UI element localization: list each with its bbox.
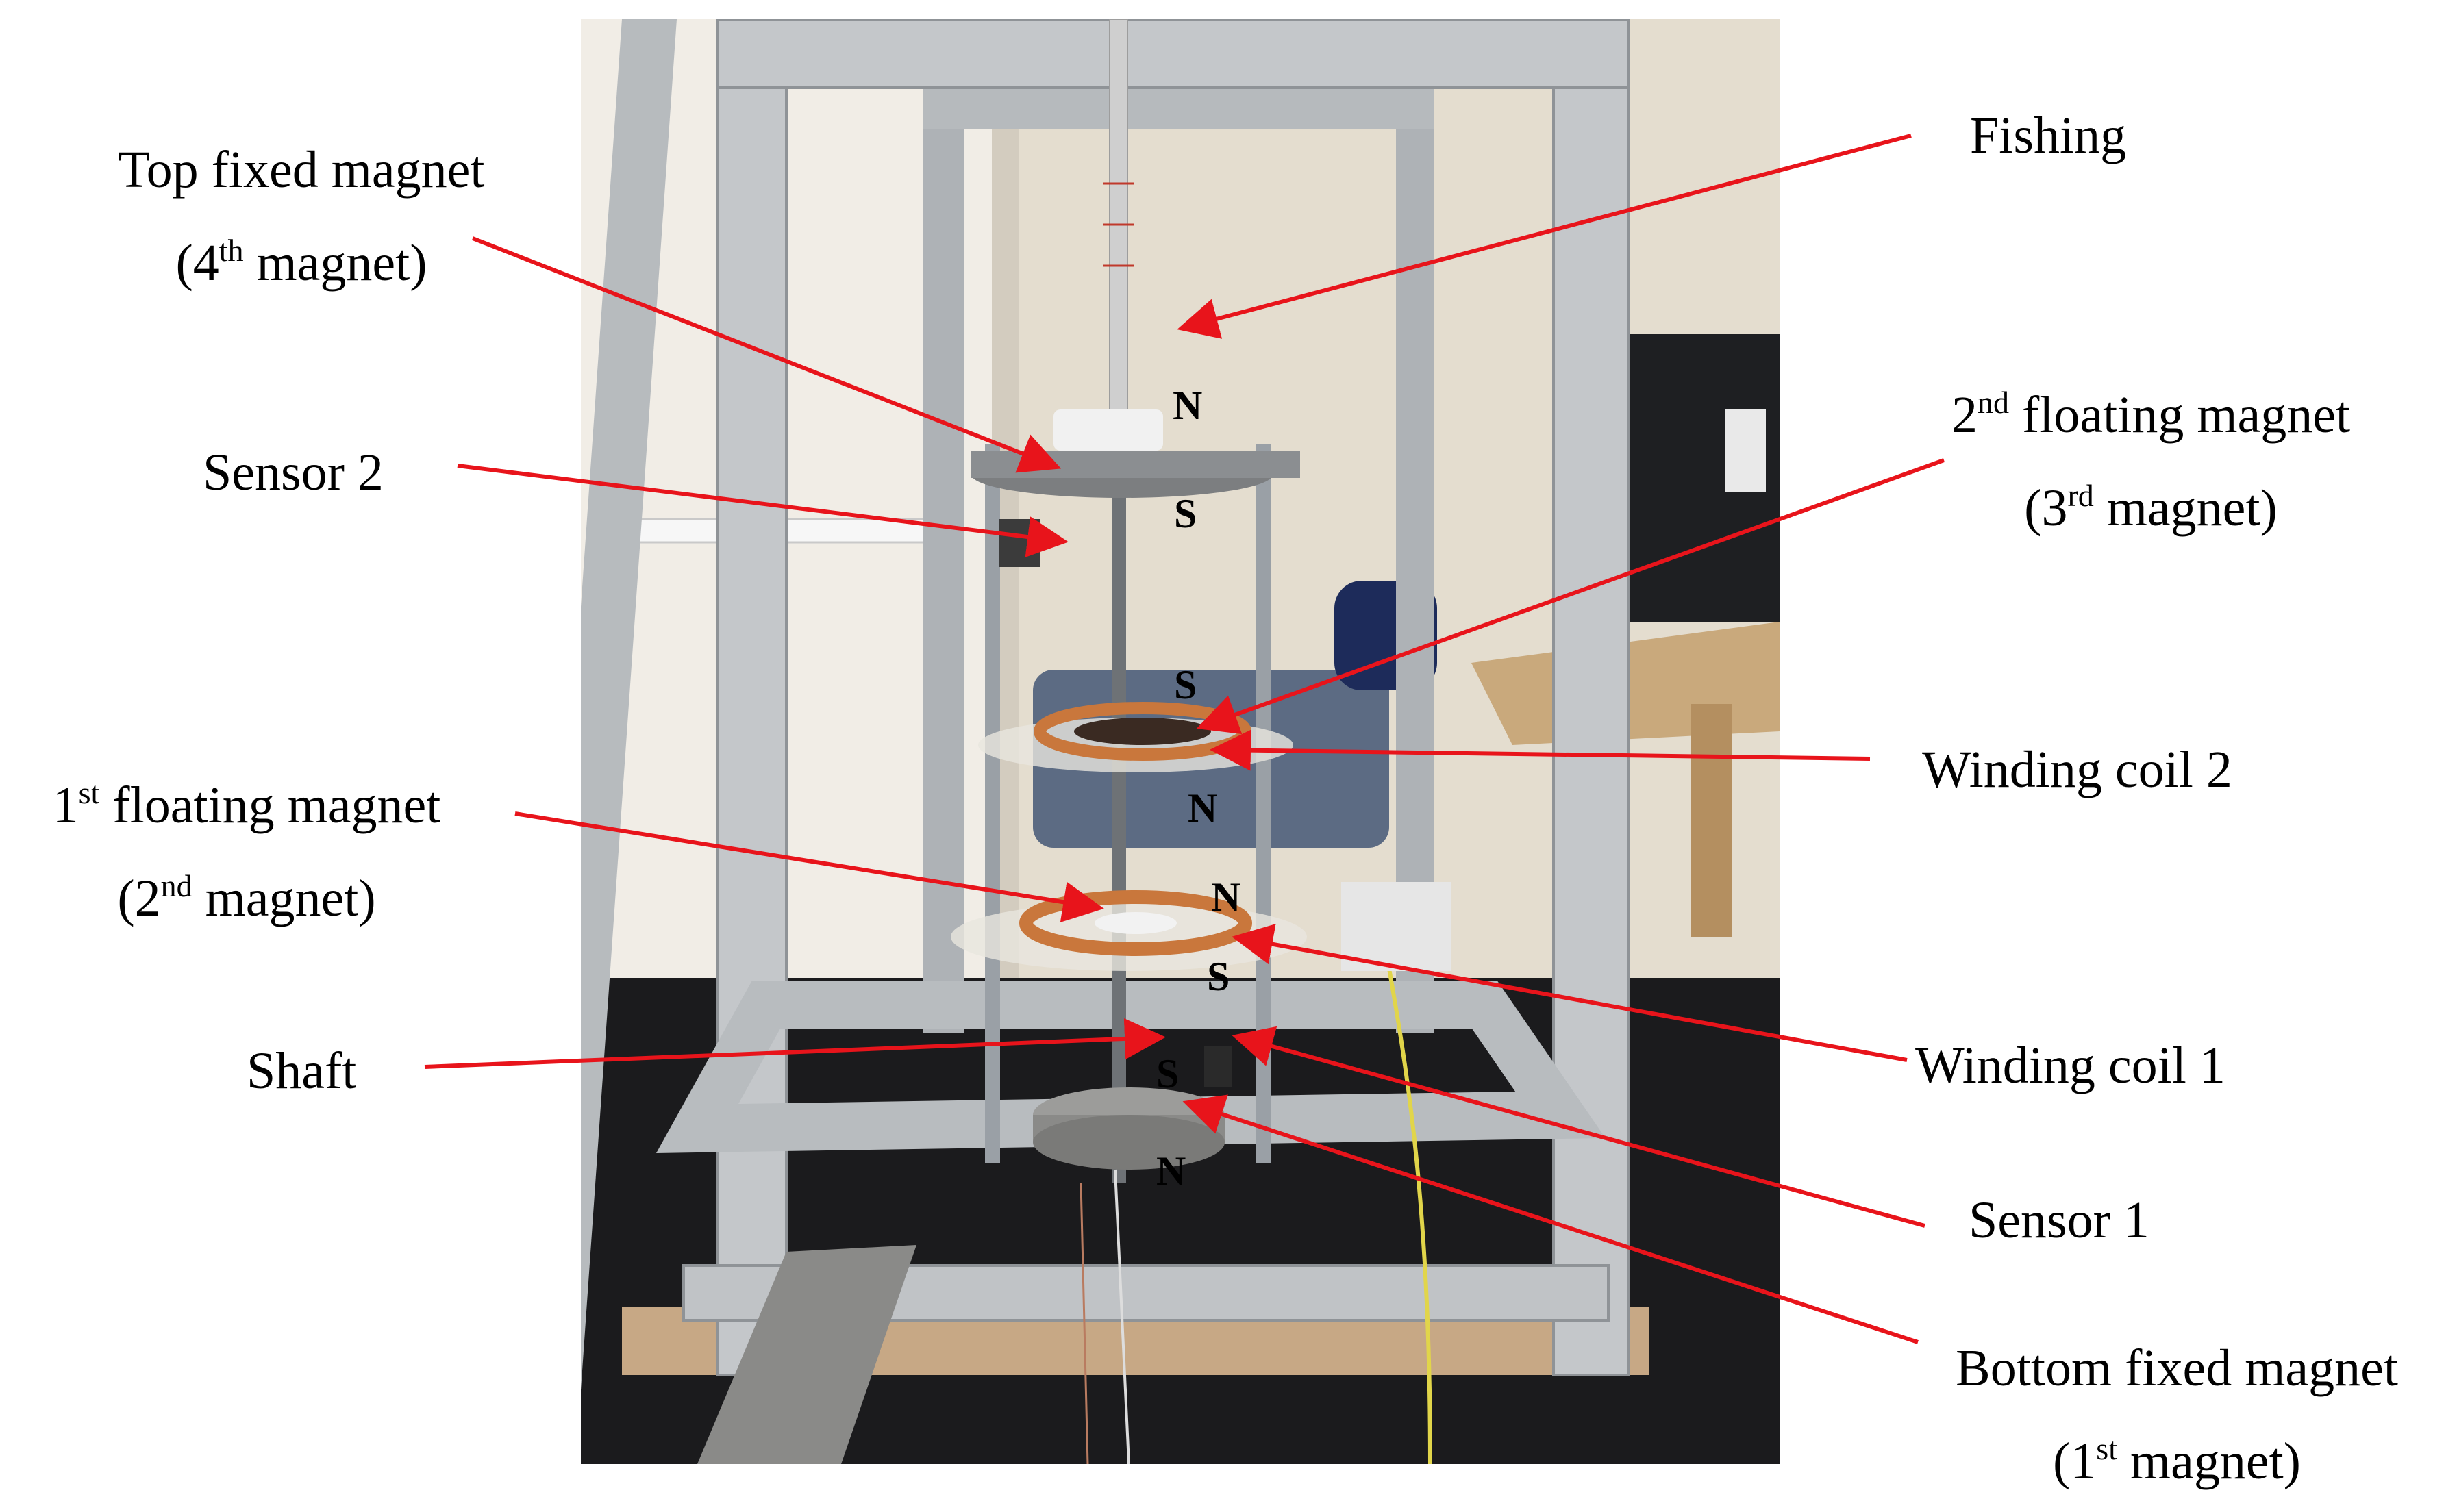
pole-marker: S xyxy=(1207,954,1230,999)
label-floating-magnet-1: 1st floating magnet (2nd magnet) xyxy=(7,775,486,927)
pole-marker: N xyxy=(1188,785,1218,831)
label-floating-magnet-1-title: 1st floating magnet xyxy=(52,775,441,834)
label-floating-magnet-2-title: 2nd floating magnet xyxy=(1951,385,2351,444)
label-bottom-fixed-magnet-title: Bottom fixed magnet xyxy=(1956,1339,2398,1397)
label-top-fixed-magnet-title: Top fixed magnet xyxy=(118,141,485,199)
label-bottom-fixed-magnet-sub: (1st magnet) xyxy=(2052,1431,2301,1490)
pole-marker: S xyxy=(1174,662,1197,707)
label-top-fixed-magnet: Top fixed magnet (4th magnet) xyxy=(75,144,527,289)
label-bottom-fixed-magnet: Bottom fixed magnet (1st magnet) xyxy=(1903,1342,2451,1487)
label-floating-magnet-1-sub: (2nd magnet) xyxy=(117,868,376,927)
label-floating-magnet-2-sub: (3rd magnet) xyxy=(2024,478,2278,537)
pole-marker: S xyxy=(1174,491,1197,536)
label-sensor-1: Sensor 1 xyxy=(1969,1192,2149,1249)
label-winding-coil-1: Winding coil 1 xyxy=(1915,1037,2225,1094)
label-winding-coil-2: Winding coil 2 xyxy=(1922,741,2232,798)
label-top-fixed-magnet-sub: (4th magnet) xyxy=(175,233,427,292)
label-sensor-2: Sensor 2 xyxy=(203,444,384,501)
label-fishing: Fishing xyxy=(1970,107,2127,164)
label-shaft: Shaft xyxy=(247,1042,357,1100)
apparatus-photo xyxy=(581,19,1780,1464)
pole-marker: S xyxy=(1156,1051,1180,1096)
pole-marker: N xyxy=(1156,1148,1186,1194)
apparatus-illustration xyxy=(581,19,1780,1464)
pole-marker: N xyxy=(1173,383,1203,428)
pole-marker: N xyxy=(1211,874,1241,920)
label-floating-magnet-2: 2nd floating magnet (3rd magnet) xyxy=(1904,385,2397,537)
